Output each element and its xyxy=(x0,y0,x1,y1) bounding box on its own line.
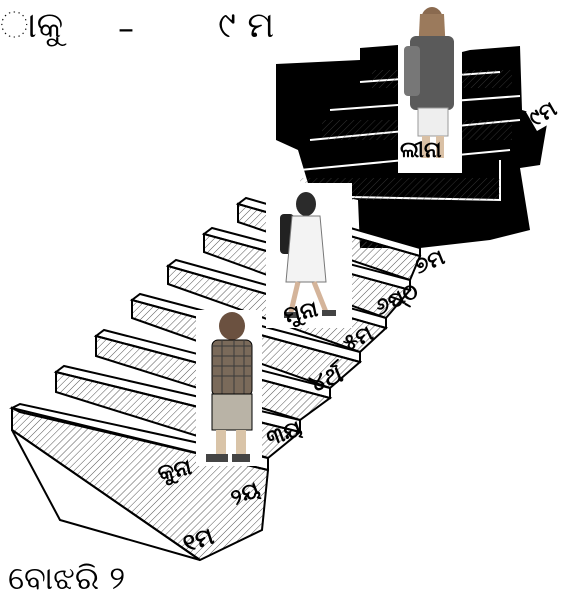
header-left-text: ାକୁ xyxy=(0,5,64,46)
header-dash: – xyxy=(118,9,134,47)
staircase-illustration xyxy=(9,5,548,562)
kuna-figure xyxy=(196,310,262,466)
muna-figure xyxy=(266,183,352,328)
header-right-text: ୯ ମ xyxy=(218,5,275,46)
leena-figure xyxy=(398,5,462,173)
leena-label: ଲୀନା xyxy=(400,138,442,163)
footer-partial-text: ବୋଝରି ୨ xyxy=(8,559,126,597)
